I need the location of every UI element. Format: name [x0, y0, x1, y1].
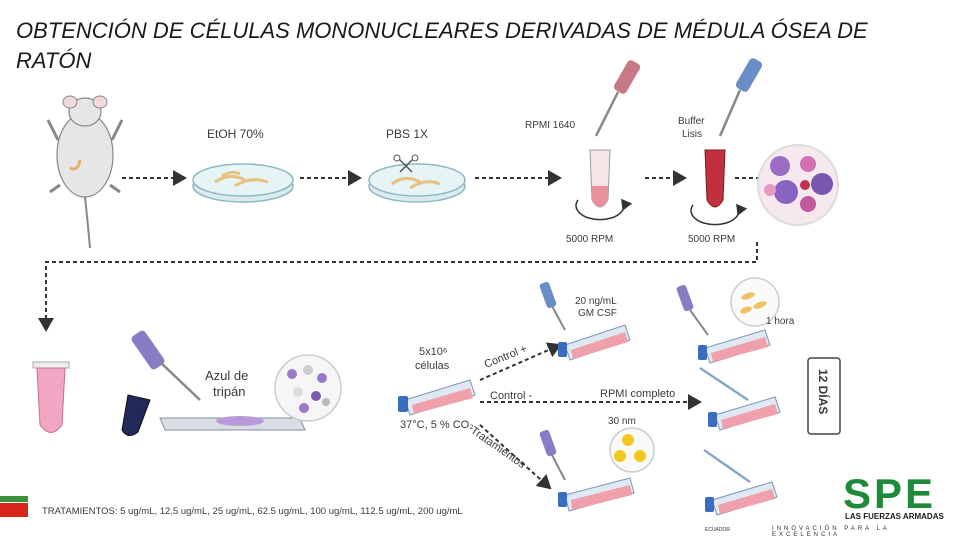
days-box: 12 DÍAS	[807, 357, 841, 435]
control-minus-label: Control -	[490, 390, 533, 402]
trypan-tube	[121, 394, 151, 436]
flag-red-stripe	[0, 503, 28, 517]
rpm-label-1: 5000 RPM	[566, 234, 613, 245]
conditions-label: 37°C, 5 % CO₂	[400, 419, 473, 431]
arrow-tratamientos	[479, 424, 552, 490]
tube-1	[575, 149, 633, 221]
flask-right-top	[698, 329, 771, 364]
bone-marrow-cells	[757, 144, 839, 226]
logo-tagline: INNOVACIÓN PARA LA EXCELENCIA	[772, 526, 890, 538]
pipette-rpmi-icon	[594, 60, 641, 137]
connector-arrow	[38, 242, 758, 332]
bacteria-circle	[730, 277, 780, 327]
arrow-control-plus	[479, 342, 562, 381]
flask-main	[398, 379, 476, 416]
logo-small: ECUADOR	[705, 527, 731, 533]
azul-label-2: tripán	[213, 384, 246, 399]
trypan-cells	[274, 354, 342, 422]
pink-tube	[32, 361, 70, 433]
hemocytometer-slide	[159, 416, 306, 431]
mouse-illustration	[46, 95, 124, 249]
tube-2	[690, 149, 748, 226]
flag-green-stripe	[0, 496, 28, 502]
logo-subtitle: LAS FUERZAS ARMADAS	[845, 512, 944, 521]
buffer-label-1: Buffer	[678, 116, 705, 127]
page-title: OBTENCIÓN DE CÉLULAS MONONUCLEARES DERIV…	[16, 18, 868, 73]
buffer-label-2: Lisis	[682, 129, 702, 140]
cells-label-1: 5x10⁶	[419, 346, 447, 358]
hora-label: 1 hora	[766, 316, 795, 327]
control-plus-label: Control +	[483, 343, 529, 371]
pipette-buffer-icon	[718, 58, 763, 137]
pipette-gmcsf-icon	[539, 281, 566, 331]
tratamientos-label: Tratamientos	[468, 425, 528, 472]
flask-right-bottom	[703, 448, 778, 516]
pipette-right-top-icon	[676, 284, 709, 336]
petri-dish-etoh	[192, 163, 294, 203]
nm-label: 30 nm	[608, 416, 636, 427]
days-label: 12 DÍAS	[816, 369, 831, 414]
flask-control-plus	[558, 324, 631, 361]
petri-dish-pbs	[368, 154, 466, 203]
pbs-label: PBS 1X	[386, 127, 428, 141]
gmcsf-label-2: GM CSF	[578, 308, 617, 319]
azul-label-1: Azul de	[205, 368, 248, 383]
rpmi-label: RPMI 1640	[525, 120, 575, 131]
rpm-label-2: 5000 RPM	[688, 234, 735, 245]
flask-tratamientos	[558, 477, 635, 512]
cells-label-2: células	[415, 360, 450, 372]
rpmi-completo-label: RPMI completo	[600, 388, 675, 400]
pipette-treatment-icon	[539, 429, 566, 481]
gmcsf-label-1: 20 ng/mL	[575, 296, 617, 307]
etoh-label: EtOH 70%	[207, 127, 264, 141]
pipette-tripan-icon	[131, 330, 201, 401]
nanoparticles-circle	[609, 427, 655, 473]
treatments-text: TRATAMIENTOS: 5 ug/mL, 12.5 ug/mL, 25 ug…	[42, 506, 463, 517]
logo-text: SPE	[843, 470, 937, 517]
flask-right-middle	[699, 366, 781, 431]
